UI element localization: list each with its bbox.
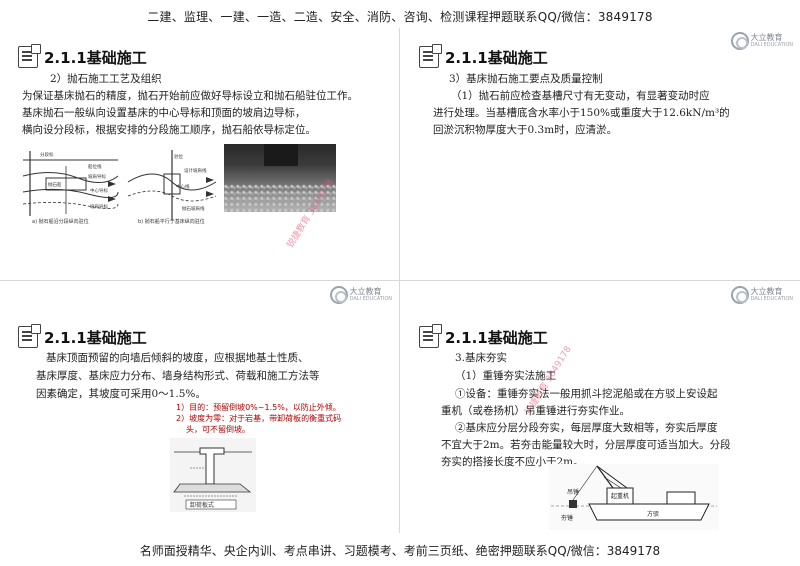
paragraph-line: 因素确定，其坡度可采用0～1.5%。 bbox=[36, 388, 206, 400]
diagram-a: 分段标 船位线 抛石船 坡肩导标 中心导标 坡肩导标 bbox=[22, 151, 119, 216]
diagram-label: 夯锤 bbox=[561, 514, 573, 522]
diagram-label: 吊锤 bbox=[567, 488, 579, 496]
diagram-label: 方驳 bbox=[647, 510, 659, 518]
diagram-label: 起重机 bbox=[611, 492, 629, 500]
paragraph-line: （1）重锤夯实法施工 bbox=[455, 370, 557, 382]
diagram-label: 驻位 bbox=[174, 153, 183, 160]
slide-title: 2.1.1基础施工 bbox=[18, 324, 147, 348]
quay-wall-diagram: 卸荷板式 bbox=[170, 438, 256, 512]
notes-list: 1）目的：预留倒坡0%~1.5%，以防止外倾。 2）坡度为零：对于岩基，带卸荷板… bbox=[176, 402, 341, 435]
logo-icon bbox=[730, 32, 749, 50]
horizontal-divider bbox=[0, 280, 800, 281]
subheading: 3）基床抛石施工要点及质量控制 bbox=[449, 73, 603, 85]
paragraph-line: 进行处理。当基槽底含水率小于150%或重度大于12.6kN/m³的 bbox=[433, 107, 730, 119]
notebook-icon bbox=[18, 324, 41, 348]
figure-caption: a) 抛石船沿分段纵向驻位 bbox=[32, 219, 89, 225]
notebook-icon bbox=[419, 324, 442, 348]
logo-icon bbox=[329, 286, 348, 304]
paragraph-line: （1）抛石前应检查基槽尺寸有无变动，有显著变动时应 bbox=[451, 90, 710, 102]
subheading: 3.基床夯实 bbox=[455, 352, 508, 364]
paragraph-line: 基床厚度、基床应力分布、墙身结构形式、荷载和施工方法等 bbox=[36, 370, 320, 382]
slide-title: 2.1.1基础施工 bbox=[419, 44, 548, 68]
paragraph-line: ①设备：重锤夯实法一般用抓斗挖泥船或在方驳上安设起 bbox=[455, 388, 718, 400]
paragraph-line: 夯实的搭接长度不应小于2m。 bbox=[441, 456, 584, 468]
diagram-label: 抛石船 bbox=[48, 181, 62, 188]
diagram-label: 坡肩导标 bbox=[88, 173, 106, 180]
paragraph-line: 回淤沉积物厚度大于0.3m时，应清淤。 bbox=[433, 124, 618, 136]
crane-barge-diagram: 起重机 吊锤 方驳 夯锤 bbox=[549, 464, 719, 530]
paragraph-line: 为保证基床抛石的精度，抛石开始前应做好导标设立和抛石船驻位工作。 bbox=[22, 90, 358, 102]
note-item: 头，可不留倒坡。 bbox=[186, 425, 250, 434]
logo-icon bbox=[730, 286, 749, 304]
slide-title: 2.1.1基础施工 bbox=[18, 44, 147, 68]
paragraph-line: 不宜大于2m。若夯击能量较大时，分层厚度可适当加大。分段 bbox=[441, 439, 731, 451]
subheading: 2）抛石施工工艺及组织 bbox=[50, 73, 162, 85]
diagram-label: 分段标 bbox=[40, 151, 54, 158]
diagram-label: 卸荷板式 bbox=[190, 501, 214, 509]
diagram-label: 船位线 bbox=[88, 163, 102, 170]
page-footer: 名师面授精华、央企内训、考点串讲、习题模考、考前三页纸、绝密押题联系QQ/微信：… bbox=[139, 544, 661, 558]
diagram-label: 设计坡肩线 bbox=[184, 167, 207, 174]
page-header: 二建、监理、一建、一造、二造、安全、消防、咨询、检测课程押题联系QQ/微信：38… bbox=[147, 10, 653, 24]
diagram-label: 抛石坡肩线 bbox=[182, 205, 205, 212]
note-item: 2）坡度为零：对于岩基，带卸荷板的衡重式码 bbox=[176, 414, 342, 423]
diagram-label: 坡肩导标 bbox=[90, 203, 108, 210]
notebook-icon bbox=[419, 44, 442, 68]
figure-caption: b) 抛石船平行于基床纵向驻位 bbox=[138, 219, 205, 225]
paragraph-line: 基床抛石一般纵向设置基床的中心导标和顶面的坡肩边导标， bbox=[22, 107, 306, 119]
paragraph-line: 基床顶面预留的向墙后倾斜的坡度，应根据地基土性质、 bbox=[46, 352, 309, 364]
diagram-label: 中心线 bbox=[176, 183, 190, 190]
construction-photo bbox=[224, 144, 336, 212]
paragraph-line: ②基床应分层分段夯实，每层厚度大致相等，夯实后厚度 bbox=[455, 422, 718, 434]
notebook-icon bbox=[18, 44, 41, 68]
diagram-b: 驻位 设计坡肩线 中心线 抛石坡肩线 bbox=[127, 150, 217, 220]
paragraph-line: 横向设分段标，根据安排的分段施工顺序，抛石船依导标定位。 bbox=[22, 124, 316, 136]
diagram-label: 中心导标 bbox=[90, 187, 108, 194]
slide-title: 2.1.1基础施工 bbox=[419, 324, 548, 348]
slide-1: 2.1.1基础施工 2）抛石施工工艺及组织 为保证基床抛石的精度，抛石开始前应做… bbox=[0, 28, 398, 278]
note-item: 1）目的：预留倒坡0%~1.5%，以防止外倾。 bbox=[176, 403, 341, 412]
paragraph-line: 重机（或卷扬机）吊重锤进行夯实作业。 bbox=[441, 405, 630, 417]
